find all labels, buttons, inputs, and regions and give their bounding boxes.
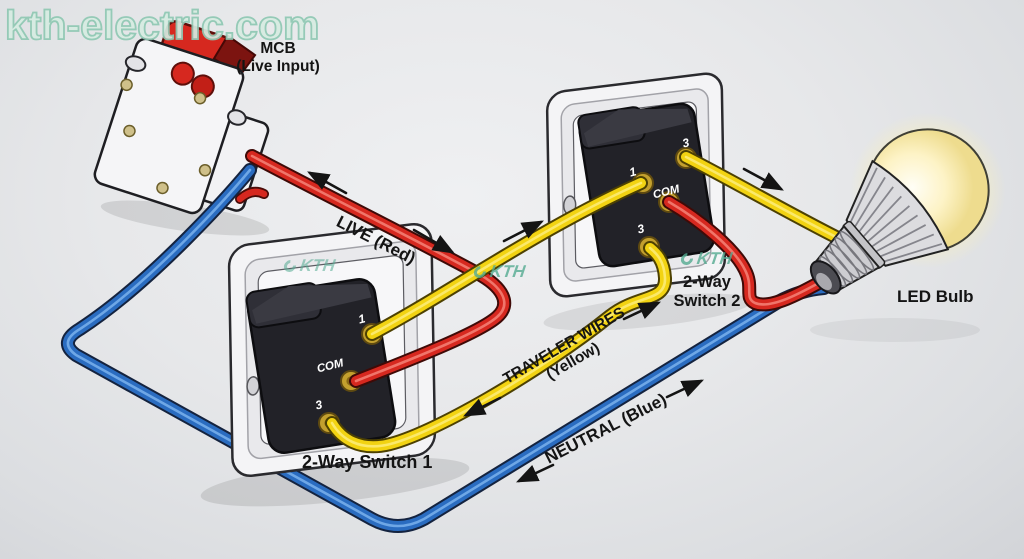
switch1-label: 2-Way Switch 1	[302, 452, 433, 472]
switch1-terminal3-label: 3	[314, 397, 324, 412]
switch2-label-line1: 2-Way	[683, 273, 731, 291]
kth-ring-icon	[281, 257, 299, 275]
traveler-wire-2	[325, 241, 672, 454]
switch1-terminal1-label: 1	[357, 311, 367, 326]
bulb-yellow-lead	[679, 150, 845, 245]
plate-screw-hole	[246, 376, 260, 396]
switch2-terminal3bottom-label: 3	[636, 221, 646, 236]
kth-logo-watermark: KTH	[678, 249, 734, 269]
traveler-arrow-right	[622, 301, 661, 321]
mcb-mount-hole	[124, 55, 147, 72]
live-wire	[245, 149, 512, 388]
kth-logo-text: KTH	[298, 256, 337, 275]
mcb-label-line2: (Live Input)	[236, 58, 320, 76]
led-bulb-label: LED Bulb	[897, 287, 974, 306]
mcb-rocker-roll	[170, 61, 195, 86]
traveler-wire-1	[365, 176, 648, 341]
kth-ring-icon	[471, 263, 489, 281]
kth-logo-text: KTH	[488, 262, 527, 281]
bulb-screw-threads	[818, 230, 875, 288]
switched-live-wire	[662, 195, 833, 312]
mcb-label: MCB (Live Input)	[212, 40, 344, 77]
switch2-terminal3top-label: 3	[681, 135, 691, 150]
switch2-label: 2-Way Switch 2	[664, 273, 750, 312]
site-watermark: kth-electric.com	[4, 1, 320, 49]
switch1-body	[245, 278, 397, 454]
mcb-screws	[120, 78, 212, 195]
traveler1-arrow	[502, 220, 544, 243]
kth-logo-watermark: KTH	[281, 256, 337, 276]
bulb-heatsink-ribs	[849, 167, 943, 263]
mcb-red-stub	[235, 186, 269, 204]
kth-ring-icon	[678, 250, 696, 268]
neutral-arrow-left	[516, 463, 555, 483]
bulb-lead-arrow	[742, 167, 784, 191]
kth-logo-text: KTH	[695, 249, 734, 268]
neutral-arrow-right	[665, 379, 704, 399]
kth-logo-watermark: KTH	[471, 262, 527, 282]
switch2-label-line2: Switch 2	[673, 292, 741, 311]
mcb-label-line1: MCB	[260, 40, 296, 57]
live-arrow-right	[412, 228, 455, 254]
traveler-arrow-left	[463, 396, 502, 417]
bulb-contact-nub	[816, 272, 832, 291]
live-arrow-left	[307, 171, 348, 195]
direction-arrows	[307, 167, 784, 483]
led-bulb	[809, 82, 1024, 299]
switch2-terminal1-label: 1	[628, 164, 638, 179]
mcb-mount-hole	[227, 109, 247, 126]
